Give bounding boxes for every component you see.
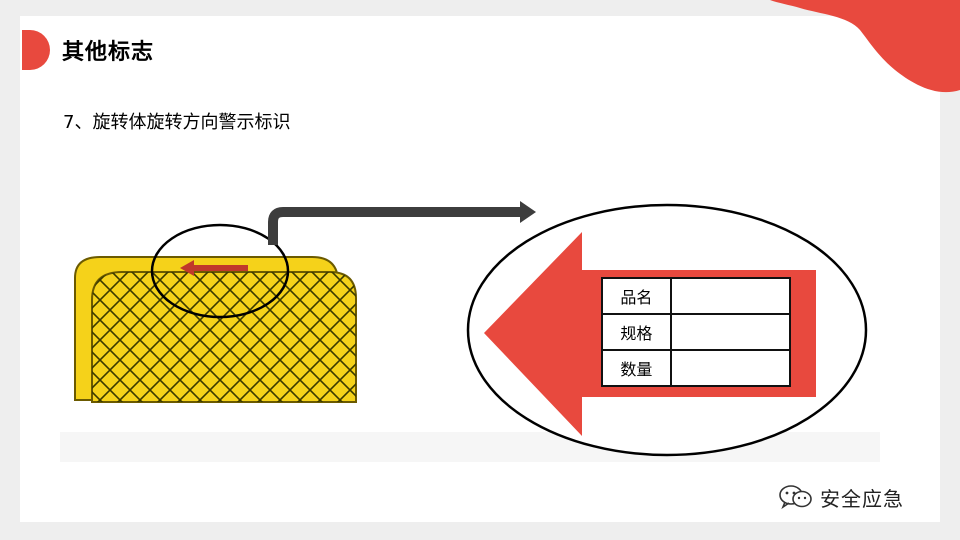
label-value-name [669,277,792,315]
label-table: 品名 规格 数量 [601,277,792,387]
label-key-spec: 规格 [601,313,672,351]
diamond-mesh [92,272,356,402]
page-subtitle: 7、旋转体旋转方向警示标识 [63,112,291,133]
connector-line [268,207,522,245]
small-direction-arrow [180,260,248,276]
label-value-quantity [669,349,792,387]
label-key-name: 品名 [601,277,672,315]
label-value-spec [669,313,792,351]
connector-arrowhead [520,201,536,223]
page-title: 其他标志 [62,40,155,65]
label-key-quantity: 数量 [601,349,672,387]
account-watermark: 安全应急 [778,482,904,512]
table-row: 数量 [601,349,792,387]
table-row: 规格 [601,313,792,351]
watermark-text: 安全应急 [820,486,904,511]
title-accent-shape [22,30,50,70]
wechat-icon [779,485,812,510]
table-row: 品名 [601,277,792,315]
highlight-circle [150,223,290,319]
